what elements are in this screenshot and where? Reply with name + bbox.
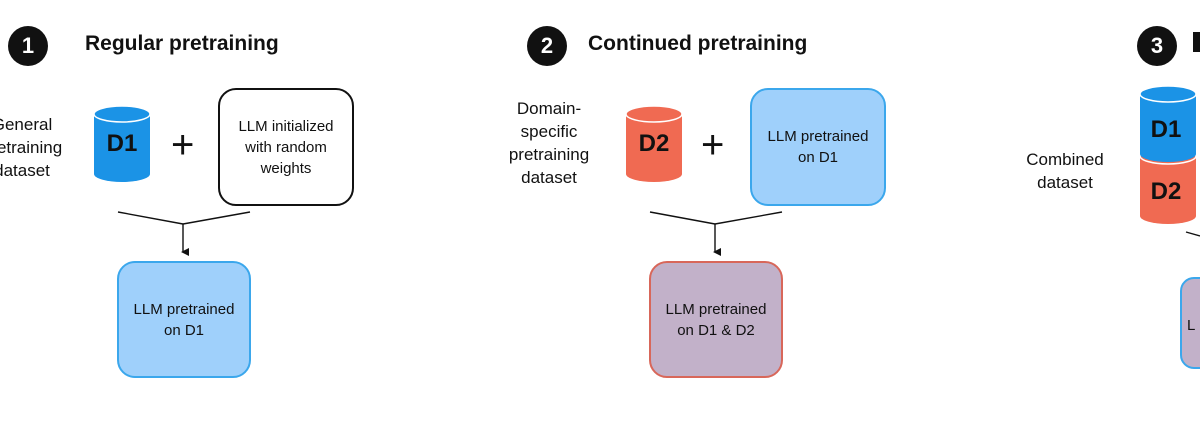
d2-cylinder-label: D2 [638, 130, 670, 157]
step-2-number: 2 [540, 33, 554, 58]
section1-title: Regular pretraining [85, 32, 279, 55]
step-1-number: 1 [21, 33, 35, 58]
section3-dataset-label: Combined dataset [1026, 150, 1104, 192]
llm-pretrained-d1-result-box: LLM pretrained on D1 [117, 261, 251, 378]
step-2-badge: 2 [527, 26, 567, 66]
step-3-badge: 3 [1137, 26, 1177, 66]
section2-dataset-label: Domain- specific pretraining dataset [508, 99, 590, 187]
step-1-badge: 1 [8, 26, 48, 66]
llm-random-init-box: LLM initialized with random weights [218, 88, 354, 206]
combined-d1-label: D1 [1150, 116, 1182, 143]
combined-dataset-cylinder-icon [1139, 85, 1197, 224]
d2-cylinder-icon [625, 105, 683, 182]
section3-result-box-partial: L [1180, 277, 1200, 369]
section1-connector [117, 211, 251, 256]
step-3-number: 3 [1150, 33, 1164, 58]
combined-d2-label: D2 [1150, 178, 1182, 205]
section3-connector [1185, 231, 1200, 237]
section3-result-box-text: L [1187, 317, 1196, 334]
plus-icon: + [701, 123, 725, 167]
section2-title: Continued pretraining [588, 32, 808, 55]
plus-icon: + [171, 123, 195, 167]
section2-connector [649, 211, 783, 256]
section3-title-fragment [1193, 32, 1200, 52]
d1-cylinder-icon [93, 105, 151, 182]
section1-dataset-label: General pretraining dataset [0, 115, 63, 180]
llm-pretrained-d1-d2-result-box: LLM pretrained on D1 & D2 [649, 261, 783, 378]
d1-cylinder-label: D1 [106, 130, 138, 157]
llm-pretrained-d1-input-box: LLM pretrained on D1 [750, 88, 886, 206]
